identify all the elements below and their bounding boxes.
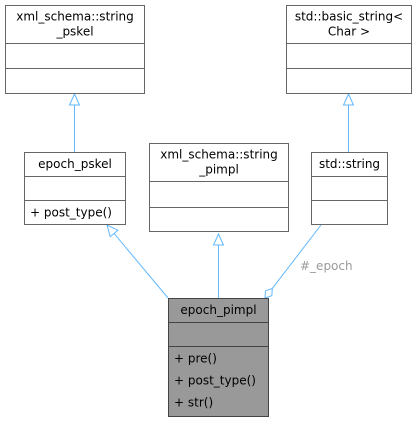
edge-epoch-pskel-to-string-pskel	[68, 92, 81, 152]
class-title-line: xml_schema::string	[16, 10, 134, 24]
nodes-layer: xml_schema::string_pskelstd::basic_strin…	[5, 5, 412, 417]
inheritance-arrowhead	[68, 92, 81, 106]
edge-label: #_epoch	[300, 259, 353, 273]
aggregation-line	[271, 224, 322, 289]
class-title-line: _pimpl	[198, 163, 239, 177]
class-title-line: _pskel	[55, 25, 93, 39]
class-string-pskel[interactable]: xml_schema::string_pskel	[5, 5, 145, 94]
class-box	[168, 298, 269, 417]
class-box	[24, 152, 126, 225]
class-method: + post_type()	[174, 374, 256, 388]
edge-std-string-to-epoch-pimpl: #_epoch	[264, 224, 353, 299]
class-epoch-pimpl[interactable]: epoch_pimpl + pre() + post_type() + str()	[168, 298, 269, 417]
inheritance-arrowhead	[342, 92, 355, 106]
class-string-pimpl[interactable]: xml_schema::string_pimpl	[149, 143, 289, 232]
class-box	[5, 5, 145, 94]
class-title-line: xml_schema::string	[160, 148, 278, 162]
class-method: + str()	[174, 396, 213, 410]
class-method: + post_type()	[30, 206, 112, 220]
class-basic-string[interactable]: std::basic_string<Char >	[286, 5, 412, 94]
aggregation-diamond	[264, 287, 273, 299]
inheritance-arrowhead	[106, 224, 119, 238]
class-method: + pre()	[174, 352, 217, 366]
edge-std-string-to-basic-string	[342, 92, 355, 152]
inheritance-arrowhead	[212, 232, 225, 246]
class-title-line: epoch_pskel	[38, 157, 112, 171]
class-epoch-pskel[interactable]: epoch_pskel + post_type()	[24, 152, 126, 225]
inheritance-line	[113, 233, 169, 299]
class-title-line: epoch_pimpl	[180, 303, 256, 317]
class-title-line: std::basic_string<	[295, 10, 403, 24]
class-box	[311, 152, 388, 225]
class-box	[286, 5, 412, 94]
edge-epoch-pimpl-to-epoch-pskel	[106, 224, 169, 299]
class-title-line: std::string	[319, 157, 380, 171]
class-box	[149, 143, 289, 232]
class-std-string[interactable]: std::string	[311, 152, 388, 225]
class-title-line: Char >	[328, 25, 370, 39]
edges-layer: #_epoch	[68, 92, 355, 299]
edge-epoch-pimpl-to-string-pimpl	[212, 232, 225, 298]
